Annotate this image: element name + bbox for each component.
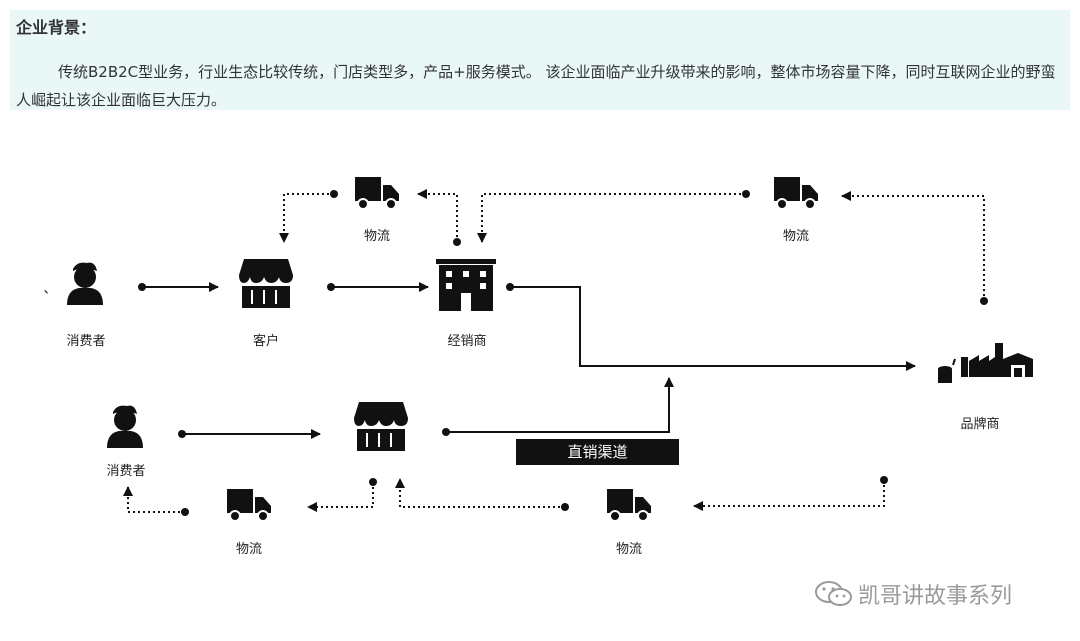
background-title: 企业背景： — [16, 18, 97, 37]
stray-mark: 、 — [43, 282, 57, 297]
logistics-endpoints — [181, 190, 988, 516]
label-logistics-4: 物流 — [615, 542, 642, 557]
label-consumer-top: 消费者 — [66, 334, 106, 349]
truck-icon — [354, 176, 400, 210]
truck-icon — [773, 176, 819, 210]
wechat-icon — [815, 581, 852, 606]
truck-icon — [226, 488, 272, 522]
logistics-flow-lines — [123, 189, 985, 513]
label-distributor: 经销商 — [447, 334, 487, 349]
label-logistics-3: 物流 — [235, 542, 262, 557]
watermark-text: 凯哥讲故事系列 — [858, 584, 1013, 609]
background-panel — [10, 10, 1070, 110]
label-customer: 客户 — [252, 334, 279, 349]
person-icon — [67, 262, 103, 305]
person-icon — [107, 405, 143, 448]
label-logistics-2: 物流 — [782, 229, 809, 244]
label-consumer-bottom: 消费者 — [106, 464, 146, 479]
label-logistics-1: 物流 — [363, 229, 390, 244]
solid-flow-lines — [142, 282, 916, 439]
building-icon — [436, 259, 496, 311]
store-icon — [354, 402, 408, 451]
store-icon — [239, 259, 293, 308]
direct-sales-channel-label: 直销渠道 — [516, 439, 679, 465]
background-text: 传统B2B2C型业务，行业生态比较传统，门店类型多，产品+服务模式。 该企业面临… — [16, 63, 1056, 109]
factory-icon — [937, 342, 1034, 384]
label-brand: 品牌商 — [960, 417, 1000, 432]
flow-endpoints — [138, 283, 514, 438]
truck-icon — [606, 488, 652, 522]
